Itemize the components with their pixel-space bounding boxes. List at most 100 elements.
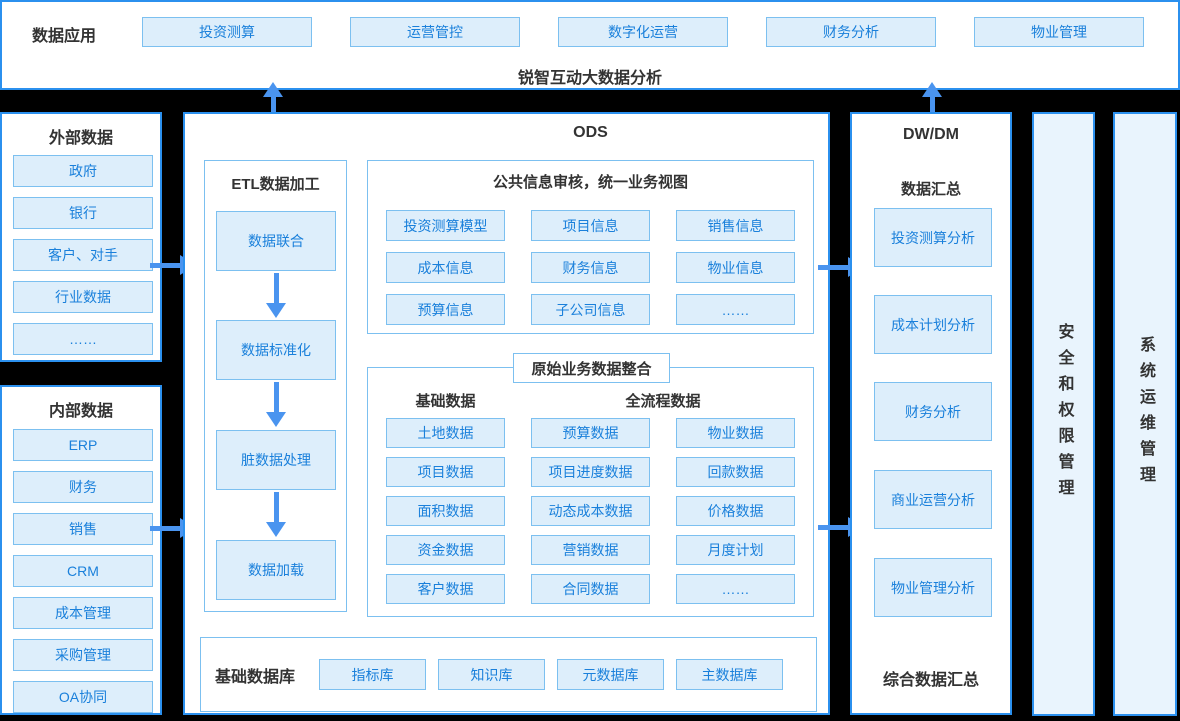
internal-item-erp: ERP	[13, 429, 153, 461]
down-arrowhead-icon	[266, 303, 286, 318]
down-arrow-icon	[266, 382, 286, 427]
internal-item-cost: 成本管理	[13, 597, 153, 629]
base-database-title: 基础数据库	[215, 669, 296, 686]
internal-item-crm: CRM	[13, 555, 153, 587]
security-permission-label: 安全和权限管理	[1055, 323, 1073, 505]
full-process-data-title: 全流程数据	[625, 393, 701, 410]
arrow-stem	[150, 525, 180, 531]
external-data-list: 政府 银行 客户、对手 行业数据 ……	[13, 155, 153, 355]
down-arrow-icon	[266, 273, 286, 318]
common-item-project-info: 项目信息	[531, 210, 650, 241]
app-button-investment[interactable]: 投资测算	[142, 17, 312, 47]
dwdm-item-business-operations-analysis: 商业运营分析	[874, 470, 992, 529]
etl-step-standardize: 数据标准化	[216, 320, 336, 380]
dwdm-panel: DW/DM 数据汇总 投资测算分析 成本计划分析 财务分析 商业运营分析 物业管…	[850, 112, 1012, 715]
up-arrowhead-icon	[263, 82, 283, 97]
external-data-title: 外部数据	[48, 130, 113, 147]
comprehensive-summary-title: 综合数据汇总	[882, 672, 979, 689]
app-button-digital[interactable]: 数字化运营	[558, 17, 728, 47]
raw-item-customer: 客户数据	[386, 574, 505, 604]
external-item-government: 政府	[13, 155, 153, 187]
raw-item-project: 项目数据	[386, 457, 505, 487]
db-item-knowledge: 知识库	[438, 659, 545, 690]
full-process-column-1: 预算数据 项目进度数据 动态成本数据 营销数据 合同数据	[531, 418, 650, 604]
common-item-finance-info: 财务信息	[531, 252, 650, 283]
arrow-stem	[273, 273, 279, 303]
etl-step-load: 数据加载	[216, 540, 336, 600]
internal-item-oa: OA协同	[13, 681, 153, 713]
raw-item-price: 价格数据	[676, 496, 795, 526]
up-arrow-icon	[922, 82, 942, 113]
etl-title: ETL数据加工	[231, 176, 320, 193]
etl-step-union: 数据联合	[216, 211, 336, 271]
dwdm-item-finance-analysis: 财务分析	[874, 382, 992, 441]
common-item-more: ……	[676, 294, 795, 325]
db-item-metadata: 元数据库	[557, 659, 664, 690]
data-summary-title: 数据汇总	[900, 181, 961, 198]
internal-item-sales: 销售	[13, 513, 153, 545]
raw-item-budget: 预算数据	[531, 418, 650, 448]
arrow-stem	[273, 382, 279, 412]
raw-item-property: 物业数据	[676, 418, 795, 448]
app-button-operations[interactable]: 运营管控	[350, 17, 520, 47]
raw-item-contract: 合同数据	[531, 574, 650, 604]
common-item-cost-info: 成本信息	[386, 252, 505, 283]
common-info-title: 公共信息审核，统一业务视图	[492, 174, 688, 191]
common-info-grid: 投资测算模型 项目信息 销售信息 成本信息 财务信息 物业信息 预算信息 子公司…	[386, 210, 795, 325]
top-bar-buttons: 投资测算 运营管控 数字化运营 财务分析 物业管理	[142, 17, 1144, 47]
common-item-investment-model: 投资测算模型	[386, 210, 505, 241]
platform-title: 锐智互动大数据分析	[517, 70, 662, 87]
app-button-finance[interactable]: 财务分析	[766, 17, 936, 47]
security-permission-bar: 安全和权限管理	[1032, 112, 1095, 716]
ods-title: ODS	[573, 124, 608, 141]
common-item-subsidiary-info: 子公司信息	[531, 294, 650, 325]
raw-item-dynamic-cost: 动态成本数据	[531, 496, 650, 526]
ods-panel: ODS ETL数据加工 数据联合 数据标准化 脏数据处理 数据加载 公共信息审核…	[183, 112, 830, 715]
top-bar-label: 数据应用	[32, 28, 97, 45]
up-arrow-icon	[263, 82, 283, 113]
raw-item-repayment: 回款数据	[676, 457, 795, 487]
raw-business-title: 原始业务数据整合	[513, 353, 670, 383]
arrow-stem	[273, 492, 279, 522]
raw-item-marketing: 营销数据	[531, 535, 650, 565]
etl-section: ETL数据加工 数据联合 数据标准化 脏数据处理 数据加载	[204, 160, 347, 612]
raw-business-section: 原始业务数据整合 基础数据 全流程数据 土地数据 项目数据 面积数据 资金数据 …	[367, 353, 814, 617]
external-item-bank: 银行	[13, 197, 153, 229]
full-process-column-2: 物业数据 回款数据 价格数据 月度计划 ……	[676, 418, 795, 604]
base-database-section: 基础数据库 指标库 知识库 元数据库 主数据库	[200, 637, 817, 712]
up-arrowhead-icon	[922, 82, 942, 97]
external-data-panel: 外部数据 政府 银行 客户、对手 行业数据 ……	[0, 112, 162, 362]
dwdm-item-investment-analysis: 投资测算分析	[874, 208, 992, 267]
down-arrowhead-icon	[266, 522, 286, 537]
raw-item-capital: 资金数据	[386, 535, 505, 565]
base-data-column: 土地数据 项目数据 面积数据 资金数据 客户数据	[386, 418, 505, 604]
internal-data-list: ERP 财务 销售 CRM 成本管理 采购管理 OA协同	[13, 429, 153, 713]
raw-item-progress: 项目进度数据	[531, 457, 650, 487]
internal-item-finance: 财务	[13, 471, 153, 503]
dwdm-item-property-management-analysis: 物业管理分析	[874, 558, 992, 617]
down-arrow-icon	[266, 492, 286, 537]
internal-data-title: 内部数据	[48, 403, 113, 420]
common-item-sales-info: 销售信息	[676, 210, 795, 241]
raw-item-monthly-plan: 月度计划	[676, 535, 795, 565]
internal-data-panel: 内部数据 ERP 财务 销售 CRM 成本管理 采购管理 OA协同	[0, 385, 162, 715]
db-item-master: 主数据库	[676, 659, 783, 690]
arrow-stem	[270, 97, 276, 113]
arrow-stem	[929, 97, 935, 113]
dwdm-title: DW/DM	[903, 126, 959, 143]
system-ops-label: 系统运维管理	[1137, 336, 1154, 492]
raw-item-land: 土地数据	[386, 418, 505, 448]
external-item-industry: 行业数据	[13, 281, 153, 313]
common-item-budget-info: 预算信息	[386, 294, 505, 325]
base-data-title: 基础数据	[415, 393, 476, 410]
dwdm-item-cost-plan-analysis: 成本计划分析	[874, 295, 992, 354]
external-item-more: ……	[13, 323, 153, 355]
arrow-stem	[818, 264, 848, 270]
app-button-property[interactable]: 物业管理	[974, 17, 1144, 47]
system-ops-bar: 系统运维管理	[1113, 112, 1177, 716]
top-application-bar: 数据应用 投资测算 运营管控 数字化运营 财务分析 物业管理 锐智互动大数据分析	[0, 0, 1180, 90]
common-item-property-info: 物业信息	[676, 252, 795, 283]
arrow-stem	[150, 262, 180, 268]
arrow-stem	[818, 524, 848, 530]
